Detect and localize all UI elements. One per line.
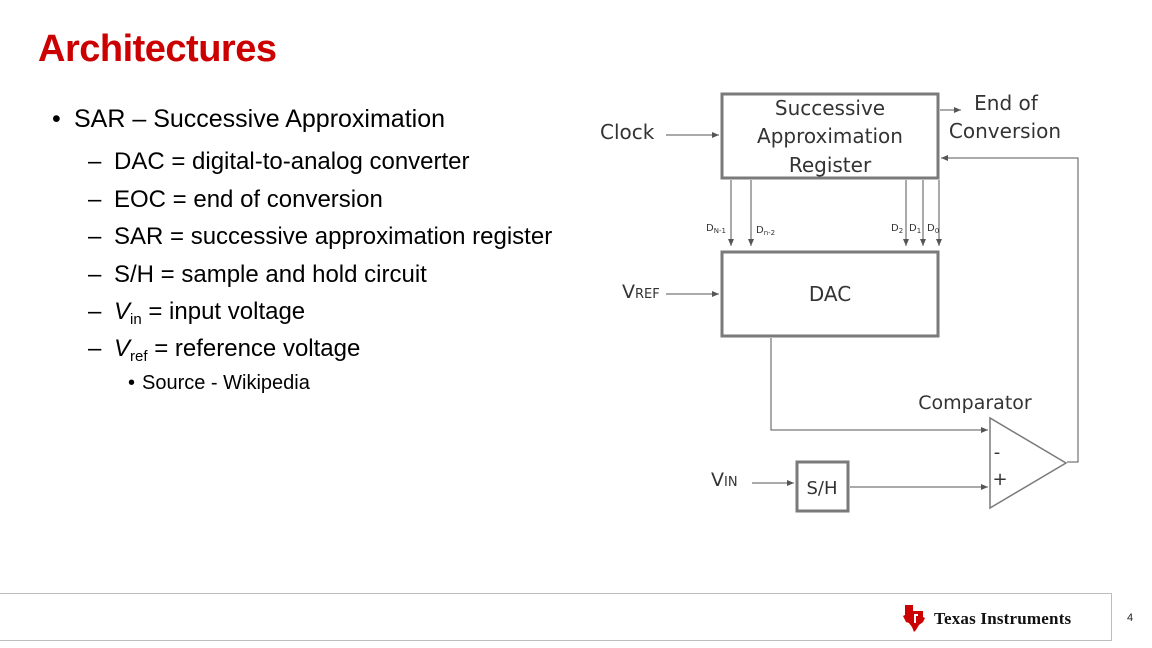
- sub-bullet-dac: –DAC = digital-to-analog converter: [88, 148, 470, 175]
- sub-bullet-sar: –SAR = successive approximation register: [88, 223, 553, 250]
- company-logo-text: Texas Instruments: [934, 609, 1072, 628]
- dac-output-wire: [770, 338, 988, 433]
- comparator-label: Comparator: [918, 392, 1032, 414]
- comparator-plus: +: [992, 469, 1007, 490]
- bullet-sar-text: SAR – Successive Approximation: [74, 105, 446, 133]
- var-subscript: ref: [130, 348, 148, 365]
- feedback-wire: [941, 155, 1079, 463]
- footer-bar: [0, 593, 1112, 641]
- var-v: V: [114, 298, 131, 325]
- bullet-dot: •: [52, 105, 61, 133]
- sub-bullet-sh: –S/H = sample and hold circuit: [88, 261, 427, 288]
- sh-label: S/H: [806, 478, 837, 499]
- bit-label-dn2: Dn-2: [756, 225, 775, 237]
- dac-label: DAC: [809, 282, 851, 306]
- eoc-label-line-2: Conversion: [949, 119, 1061, 143]
- sub-bullet-vref: –Vref = reference voltage: [88, 335, 361, 365]
- eoc-label-line-1: End of: [974, 91, 1039, 115]
- vin-label: VIN: [711, 469, 738, 491]
- dac-block: [720, 250, 940, 338]
- bit-label-d2: D2: [891, 223, 903, 235]
- bit-label-dn1: DN-1: [706, 223, 726, 235]
- bullet-sar: • SAR – Successive Approximation: [52, 105, 445, 134]
- comparator-minus: -: [994, 442, 1001, 463]
- slide-title: Architectures: [38, 28, 277, 70]
- sub-bullet-eoc: –EOC = end of conversion: [88, 186, 383, 213]
- sar-block-line-3: Register: [789, 153, 872, 177]
- sh-block: [795, 460, 850, 513]
- sub-bullet-vin: –Vin = input voltage: [88, 298, 306, 328]
- sar-block-line-1: Successive: [775, 96, 885, 120]
- bit-label-d1: D1: [909, 223, 921, 235]
- bit-label-d0: D0: [927, 223, 939, 235]
- sar-block: [720, 92, 940, 180]
- vref-label: VREF: [622, 281, 660, 303]
- var-v: V: [114, 335, 131, 362]
- texas-state-logo-icon: [903, 605, 925, 632]
- comparator-triangle: [989, 416, 1068, 510]
- sar-block-line-2: Approximation: [757, 124, 903, 148]
- source-bullet: •Source - Wikipedia: [128, 372, 310, 394]
- page-number: 4: [1127, 612, 1134, 624]
- clock-label: Clock: [600, 120, 655, 144]
- var-subscript: in: [130, 311, 142, 328]
